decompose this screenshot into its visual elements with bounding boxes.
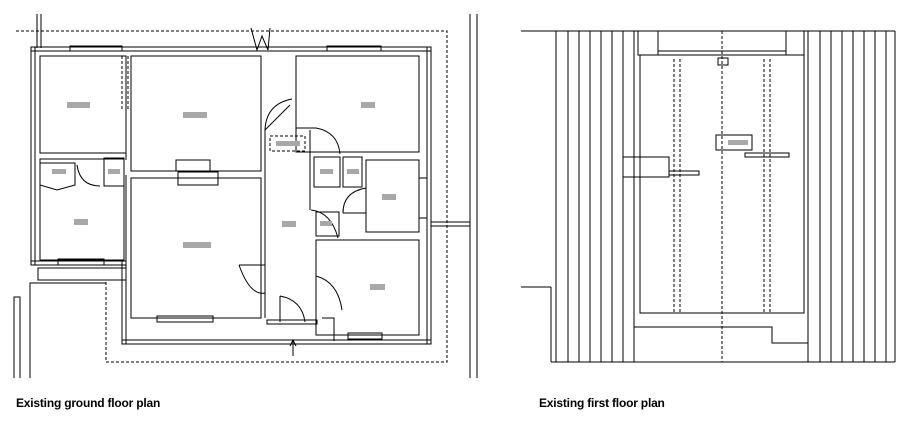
sheet-divider — [469, 14, 478, 378]
room-label — [370, 284, 385, 290]
outbuilding — [13, 267, 127, 378]
room-label — [382, 194, 396, 200]
first-floor-label-blocks — [728, 140, 748, 145]
room-top-center — [130, 55, 262, 186]
service-pipe — [431, 221, 471, 227]
room-label — [282, 221, 296, 227]
room-bottom-center — [130, 177, 262, 323]
room-label-blocks — [52, 102, 396, 290]
room-label — [74, 219, 88, 225]
first-floor-walls — [633, 31, 809, 344]
first-floor-plan — [521, 30, 896, 363]
room-left-middle — [39, 157, 125, 266]
room-bathroom — [342, 159, 428, 233]
room-top-right — [295, 55, 420, 155]
entrance-door-top — [250, 27, 271, 52]
room-label — [67, 102, 90, 108]
room-label — [361, 102, 375, 108]
fence-post — [36, 14, 42, 48]
room-label — [320, 221, 332, 226]
ground-floor-caption: Existing ground floor plan — [16, 396, 161, 410]
room-label — [320, 169, 333, 174]
room-label — [52, 169, 66, 174]
room-bottom-right — [315, 239, 420, 341]
windows-top — [69, 45, 382, 52]
first-floor-caption: Existing first floor plan — [539, 396, 665, 410]
first-floor-dashed — [673, 31, 771, 362]
outer-walls — [30, 46, 432, 345]
ground-floor-plan — [13, 14, 471, 378]
roof-tiles-left — [555, 31, 635, 362]
roof-tiles-right — [807, 31, 887, 362]
site-boundary — [16, 30, 448, 363]
room-label — [183, 242, 211, 248]
room-label — [728, 140, 748, 145]
interior-walls — [125, 56, 262, 319]
room-label — [347, 169, 359, 174]
hallway — [238, 98, 339, 356]
room-label — [183, 112, 207, 118]
cupboards — [313, 156, 363, 237]
room-label — [108, 169, 120, 174]
first-floor-features — [622, 57, 790, 178]
room-label — [276, 141, 300, 146]
